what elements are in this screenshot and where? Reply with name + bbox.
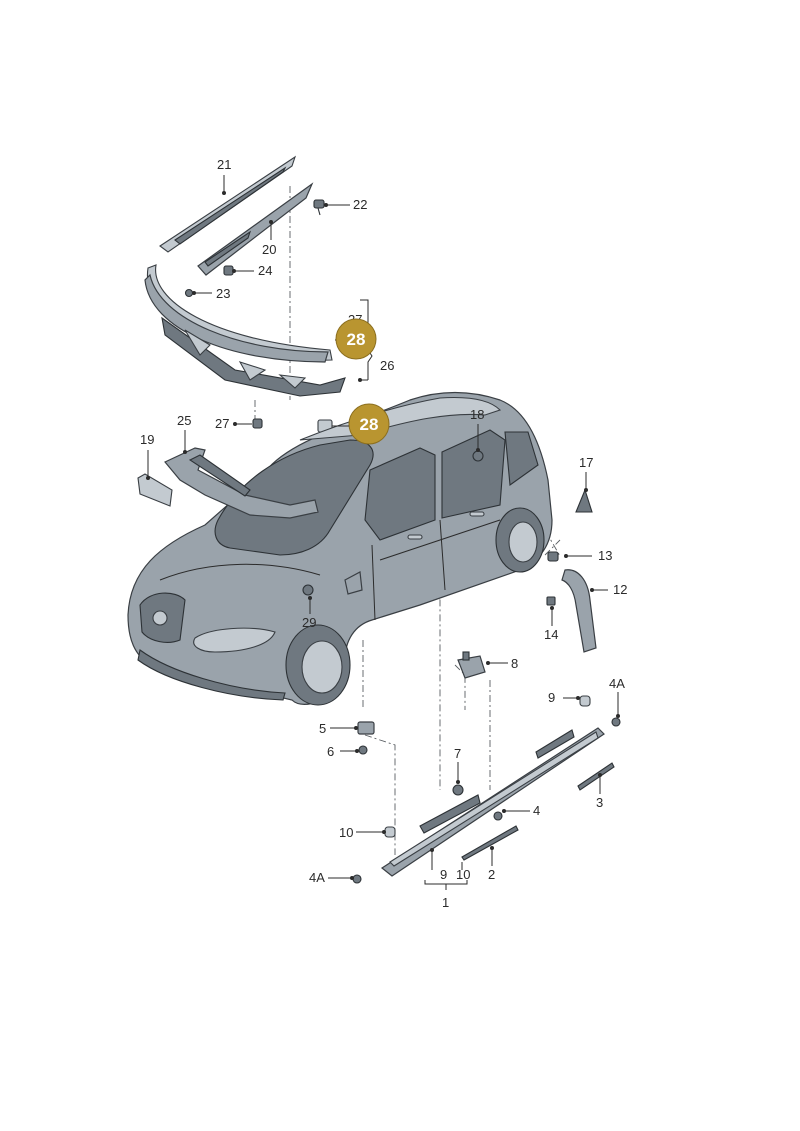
label-6: 6: [327, 744, 334, 759]
car-body: [127, 391, 553, 706]
label-4A-left: 4A: [309, 870, 325, 885]
spoiler-seal-20: [197, 182, 314, 276]
label-4: 4: [533, 803, 540, 818]
cowl-panel-25: [164, 447, 319, 519]
sill-panel-1: [380, 727, 605, 877]
label-21: 21: [217, 157, 231, 172]
bracket-8: [457, 651, 486, 679]
fastener-23: [184, 288, 194, 298]
fastener-24: [223, 265, 234, 276]
trim-strip-3: [577, 762, 615, 791]
label-26: 26: [380, 358, 394, 373]
label-10-bottom: 10: [456, 867, 470, 882]
label-9-right: 9: [548, 690, 555, 705]
rear-spoiler-26: [144, 264, 346, 397]
clip-4: [493, 811, 503, 821]
label-5: 5: [319, 721, 326, 736]
triangle-trim-17: [575, 488, 593, 513]
fastener-22: [313, 199, 325, 216]
label-23: 23: [216, 286, 230, 301]
label-25: 25: [177, 413, 191, 428]
clip-7: [452, 784, 464, 796]
label-18: 18: [470, 407, 484, 422]
screw-4A-left: [352, 874, 362, 884]
label-2: 2: [488, 867, 495, 882]
label-29: 29: [302, 615, 316, 630]
trim-strip-2: [461, 825, 519, 861]
label-22: 22: [353, 197, 367, 212]
label-13: 13: [598, 548, 612, 563]
clip-10-left: [384, 826, 396, 838]
clip-9-right: [579, 695, 591, 707]
badge-28-upper[interactable]: 28: [335, 318, 377, 360]
screw-4A-right: [611, 717, 621, 727]
badge-28-lower-text: 28: [360, 415, 379, 434]
bracket-19: [137, 473, 173, 507]
label-10-left: 10: [339, 825, 353, 840]
badge-28-lower[interactable]: 28: [348, 403, 390, 445]
clip-18: [472, 450, 484, 462]
label-20: 20: [262, 242, 276, 257]
badge-28-upper-text: 28: [347, 330, 366, 349]
label-24: 24: [258, 263, 272, 278]
label-4A-right: 4A: [609, 676, 625, 691]
label-8: 8: [511, 656, 518, 671]
label-9-bottom: 9: [440, 867, 447, 882]
label-3: 3: [596, 795, 603, 810]
clip-13: [547, 551, 559, 562]
bracket-5: [357, 721, 375, 735]
label-7: 7: [454, 746, 461, 761]
label-14: 14: [544, 627, 558, 642]
label-12: 12: [613, 582, 627, 597]
screw-6: [358, 745, 368, 755]
clip-27-lower: [252, 418, 263, 429]
label-1: 1: [442, 895, 449, 910]
part-labels: 21 22 20 24 23 27 26 27 25 19 18 17 13 1…: [140, 157, 627, 910]
label-19: 19: [140, 432, 154, 447]
label-27-lower: 27: [215, 416, 229, 431]
spoiler-strip-21: [159, 155, 297, 253]
clip-29: [302, 584, 314, 596]
label-17: 17: [579, 455, 593, 470]
wheel-arch-trim-12: [561, 569, 597, 653]
clip-14: [546, 596, 556, 606]
